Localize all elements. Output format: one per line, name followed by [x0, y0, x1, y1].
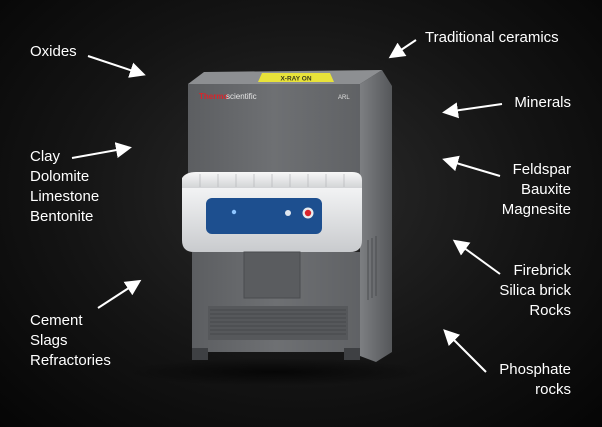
label-cement-group: Cement Slags Refractories [30, 312, 111, 369]
side-vents [367, 236, 377, 300]
floor-shadow [125, 358, 425, 386]
arrow-clay [71, 142, 132, 159]
arrow-cement [97, 279, 142, 309]
power-button-core [304, 209, 312, 217]
front-vent-grille [208, 306, 348, 340]
upper-front [188, 84, 360, 174]
brand-thermo: Thermo [199, 92, 228, 101]
label-oxides: Oxides [30, 43, 77, 60]
lid-ribs [199, 174, 345, 187]
arrow-minerals [442, 102, 503, 119]
label-minerals: Minerals [514, 94, 571, 111]
label-clay-group: Clay Dolomite Limestone Bentonite [30, 148, 100, 225]
foot-left [192, 348, 208, 360]
label-feldspar-group: Feldspar Bauxite Magnesite [501, 161, 571, 218]
arrow-traditional-ceramics [388, 39, 417, 59]
arrow-oxides [87, 55, 146, 78]
xray-on-text: X-RAY ON [280, 76, 311, 83]
arrow-feldspar [442, 155, 501, 177]
center-column [243, 251, 301, 299]
xray-on-light [258, 73, 334, 82]
standby-button[interactable] [285, 210, 291, 216]
control-panel [206, 198, 322, 234]
foot-right [344, 348, 360, 360]
model-mark: ARL [338, 95, 350, 101]
brand-scientific: scientific [226, 92, 257, 101]
label-firebrick-group: Firebrick Silica brick Rocks [499, 262, 571, 319]
arrow-firebrick [452, 239, 501, 275]
label-traditional-ceramics: Traditional ceramics [425, 29, 559, 46]
label-phosphate-group: Phosphate rocks [499, 361, 571, 398]
status-led [231, 209, 237, 215]
arrow-phosphate [443, 329, 487, 373]
